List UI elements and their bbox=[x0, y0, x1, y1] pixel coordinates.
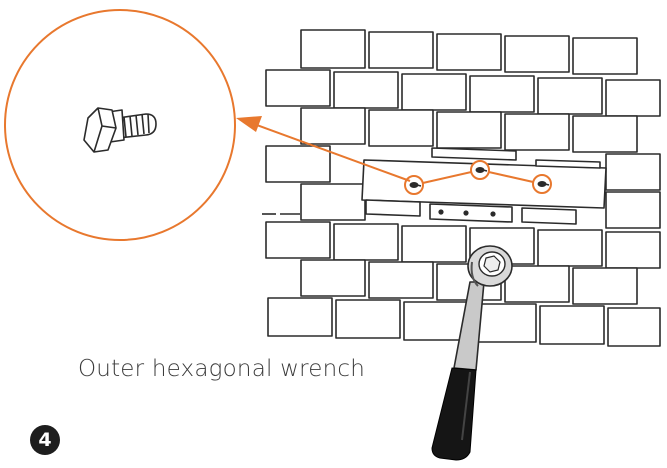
wrench-caption: Outer hexagonal wrench bbox=[78, 356, 366, 382]
orange-arrow-icon bbox=[236, 116, 411, 182]
hex-bolt-icon bbox=[83, 107, 157, 153]
magnified-detail-circle bbox=[4, 9, 236, 241]
screw-left bbox=[404, 175, 424, 195]
mounting-bracket bbox=[361, 147, 607, 225]
screw-middle bbox=[470, 160, 490, 180]
hex-wrench-icon bbox=[431, 245, 513, 461]
screw-right bbox=[532, 174, 552, 194]
step-number-badge: 4 bbox=[30, 425, 60, 455]
